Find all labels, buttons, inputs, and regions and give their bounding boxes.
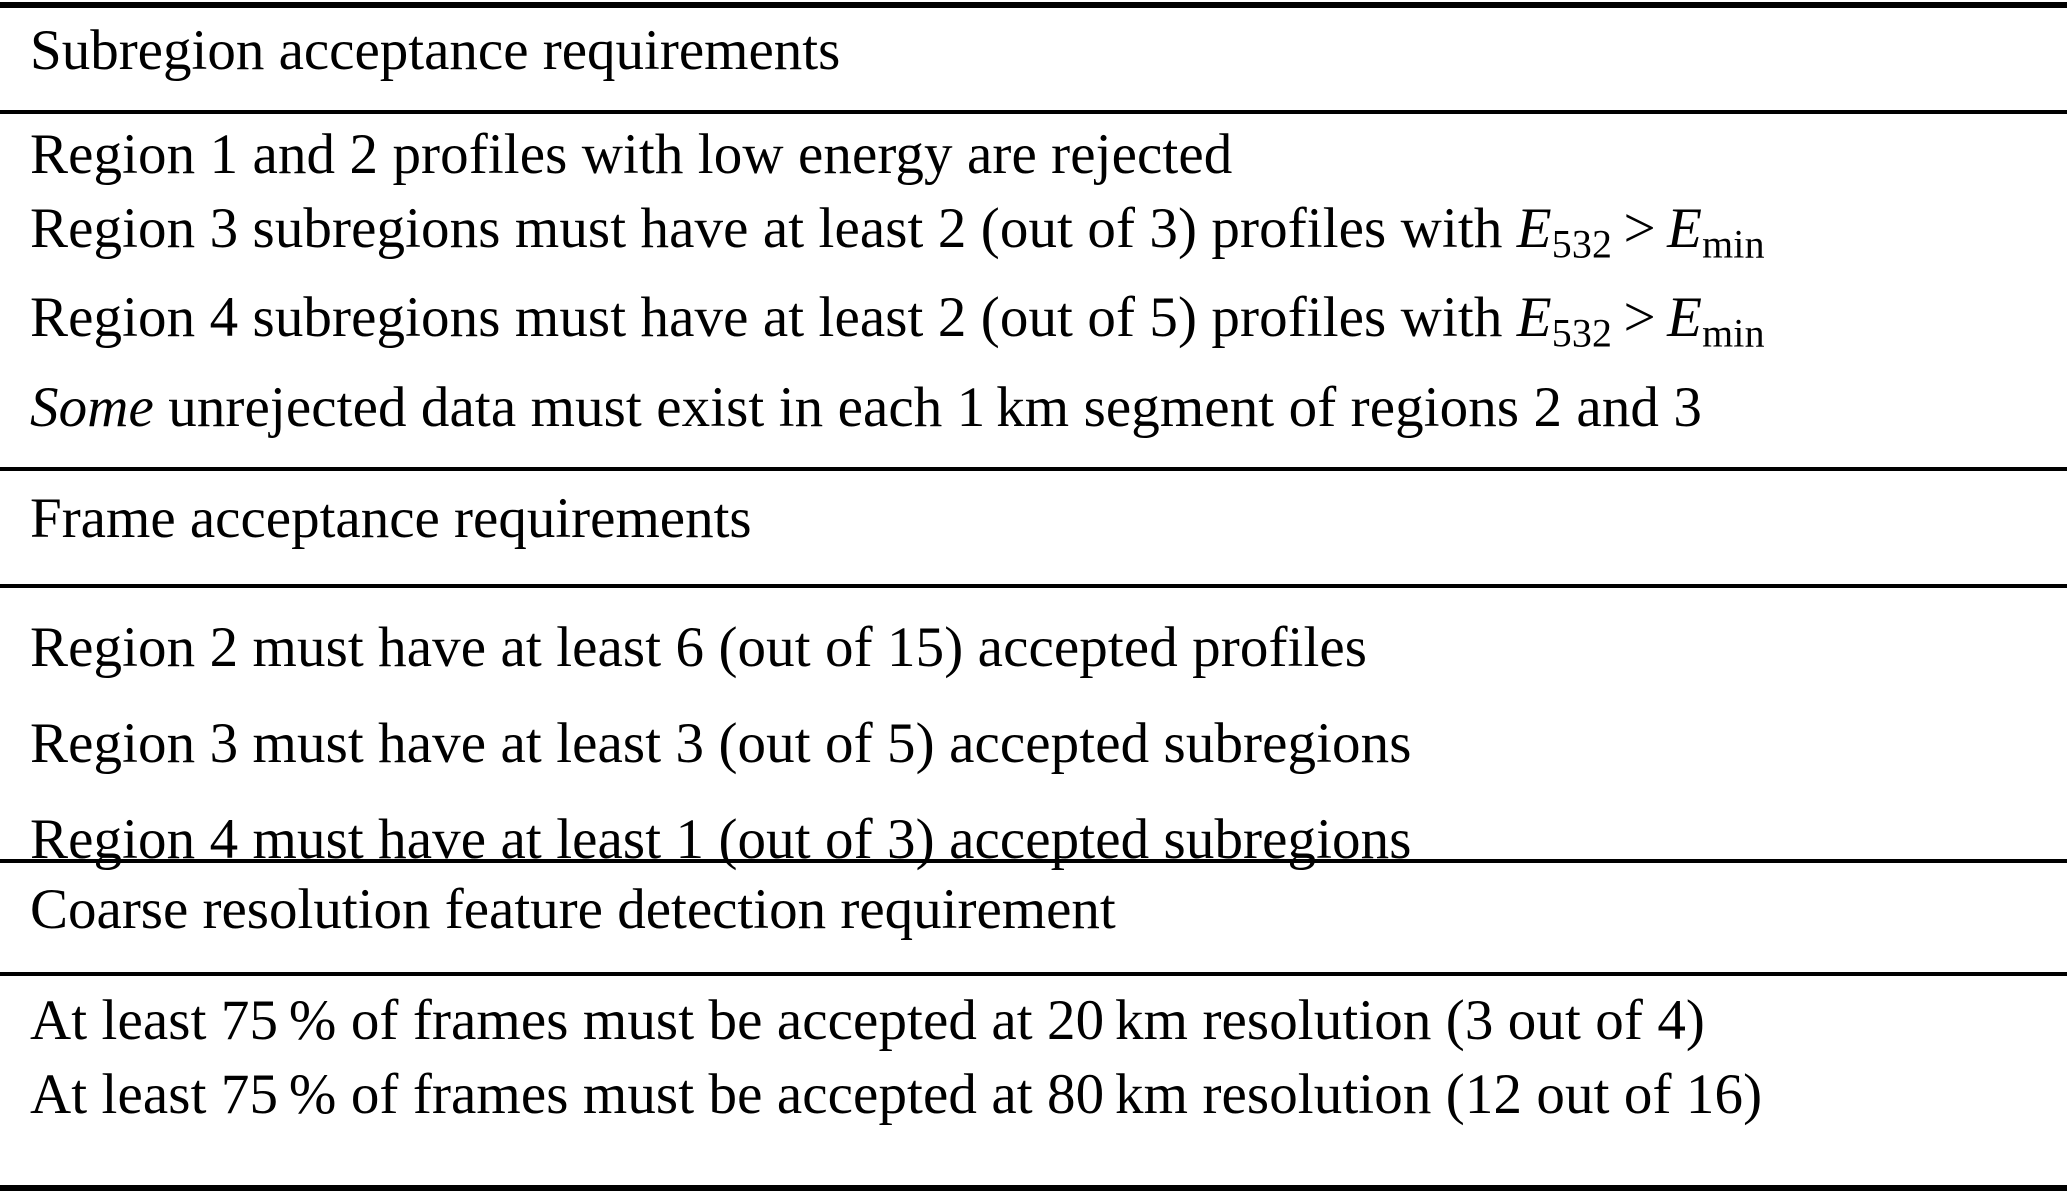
section-heading-coarse: Coarse resolution feature detection requ… <box>0 873 2067 947</box>
section-body-coarse: At least 75% of frames must be accepted … <box>0 984 2067 1132</box>
table-row: Region 3 must have at least 3 (out of 5)… <box>30 696 2067 792</box>
row-emphasis-some: Some <box>30 375 154 439</box>
row-text-prefix: At least 75 <box>30 1063 279 1126</box>
math-relation-greater-than: > <box>1623 197 1656 260</box>
row-text-mid: of frames must be accepted at 80 <box>336 1063 1105 1126</box>
row-text-suffix: resolution (12 out of 16) <box>1188 1063 1763 1126</box>
rule-after-frame-heading <box>0 584 2067 588</box>
math-relation-greater-than: > <box>1623 286 1656 350</box>
table-row: At least 75% of frames must be accepted … <box>30 1058 2067 1132</box>
row-text-tail: segment of regions 2 and 3 <box>1069 375 1702 439</box>
math-symbol-e532-var: E <box>1516 197 1552 260</box>
section-heading-text: Subregion acceptance requirements <box>30 19 841 82</box>
row-text-prefix: At least 75 <box>30 989 279 1052</box>
section-body-subregion: Region 1 and 2 profiles with low energy … <box>0 118 2067 445</box>
row-text-suffix: resolution (3 out of 4) <box>1188 989 1705 1052</box>
math-symbol-emin-var: E <box>1667 197 1703 260</box>
rule-after-subregion-heading <box>0 110 2067 114</box>
table-row: Region 3 subregions must have at least 2… <box>30 192 2067 281</box>
section-heading-text: Coarse resolution feature detection requ… <box>30 878 1116 941</box>
row-text: unrejected data must exist in each 1 <box>153 375 986 439</box>
section-heading-frame: Frame acceptance requirements <box>0 482 2067 556</box>
math-symbol-e532-var: E <box>1516 286 1552 350</box>
section-heading-subregion: Subregion acceptance requirements <box>0 14 2067 88</box>
table-row: Some unrejected data must exist in each … <box>30 371 2067 445</box>
table-bottom-rule <box>0 1185 2067 1191</box>
table-row: Region 4 subregions must have at least 2… <box>30 281 2067 370</box>
rule-before-coarse-heading <box>0 859 2067 863</box>
row-text-mid: of frames must be accepted at 20 <box>336 989 1105 1052</box>
row-percent-sign: % <box>288 989 337 1052</box>
rule-before-frame-heading <box>0 467 2067 471</box>
row-text-prefix: Region 4 subregions must have at least 2… <box>30 286 1517 350</box>
row-text: Region 3 must have at least 3 (out of 5)… <box>30 712 1412 775</box>
section-body-frame: Region 2 must have at least 6 (out of 15… <box>0 600 2067 888</box>
row-text: Region 1 and 2 profiles with low energy … <box>30 123 1233 186</box>
row-unit-km: km <box>1115 989 1189 1052</box>
rule-after-coarse-heading <box>0 972 2067 976</box>
row-unit-km: km <box>1115 1063 1189 1126</box>
row-percent-sign: % <box>288 1063 337 1126</box>
row-text: Region 2 must have at least 6 (out of 15… <box>30 616 1368 679</box>
math-subscript-532: 532 <box>1551 221 1613 267</box>
math-subscript-532: 532 <box>1551 310 1613 356</box>
section-heading-text: Frame acceptance requirements <box>30 487 752 550</box>
row-text-prefix: Region 3 subregions must have at least 2… <box>30 197 1517 260</box>
table-row: Region 2 must have at least 6 (out of 15… <box>30 600 2067 696</box>
row-unit-km: km <box>996 375 1070 439</box>
table-row: At least 75% of frames must be accepted … <box>30 984 2067 1058</box>
math-symbol-emin-var: E <box>1667 286 1703 350</box>
math-subscript-min: min <box>1702 221 1765 267</box>
table-row: Region 1 and 2 profiles with low energy … <box>30 118 2067 192</box>
table-top-rule <box>0 2 2067 8</box>
math-subscript-min: min <box>1702 310 1765 356</box>
